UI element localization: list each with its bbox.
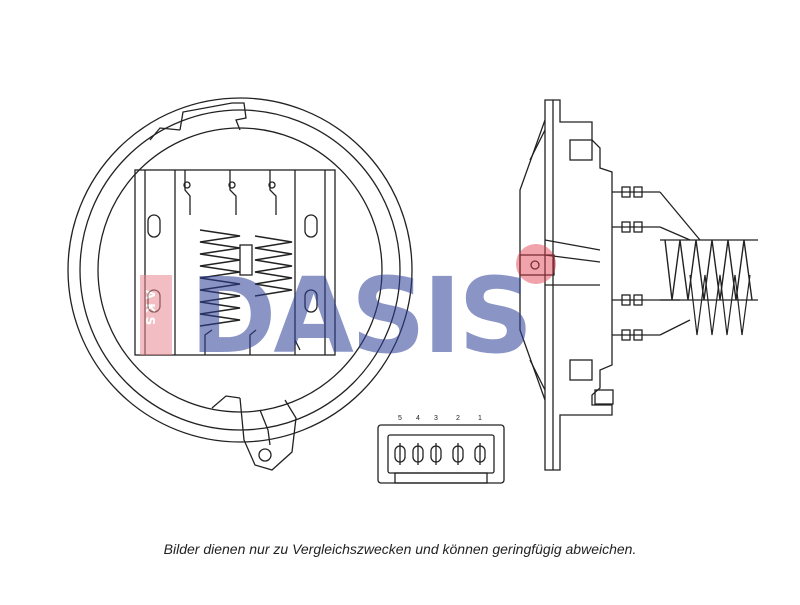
side-resistor-coil (664, 239, 753, 301)
connector-pin-label: 3 (434, 415, 438, 422)
bottom-tab (239, 397, 297, 471)
thermal-fuse (519, 254, 555, 276)
connector-pin-label: 5 (398, 415, 402, 422)
watermark-dot (516, 244, 556, 284)
connector-pin-label: 1 (478, 415, 482, 422)
connector-face (377, 424, 505, 484)
connector-pin-label: 4 (416, 415, 420, 422)
inner-body (134, 169, 336, 356)
watermark-brand: AKS (143, 290, 157, 329)
outer-ring (67, 97, 413, 443)
slot (304, 214, 318, 238)
housing-outline (544, 99, 613, 471)
watermark-logo: DASIS (190, 255, 530, 377)
connector-pin-label: 2 (456, 415, 460, 422)
resistor-coil-left (199, 229, 241, 327)
watermark: AKS DASIS (140, 244, 556, 377)
pin-set (612, 186, 660, 341)
slot (304, 289, 318, 313)
slot (147, 214, 161, 238)
disclaimer-caption: Bilder dienen nur zu Vergleichszwecken u… (163, 541, 637, 557)
top-clip (179, 102, 247, 131)
side-view (519, 99, 758, 471)
resistor-coil-right (254, 235, 293, 297)
inner-ring (79, 109, 401, 431)
watermark-red-block (140, 275, 172, 355)
side-resistor-coil-2 (689, 274, 751, 336)
mid-ring (97, 127, 383, 413)
